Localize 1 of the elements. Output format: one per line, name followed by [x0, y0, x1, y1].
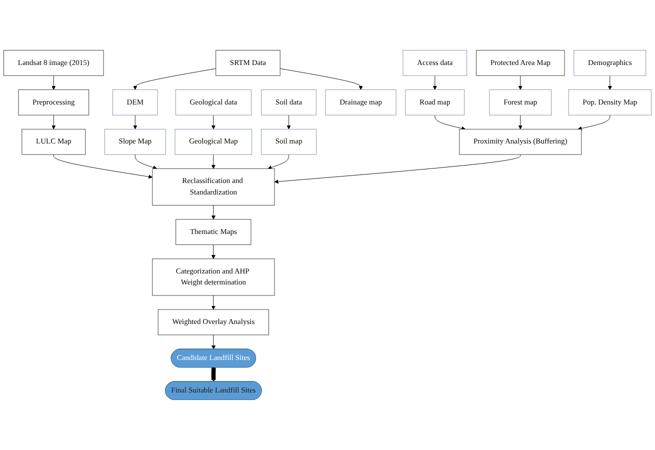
arrow: [211, 366, 216, 382]
